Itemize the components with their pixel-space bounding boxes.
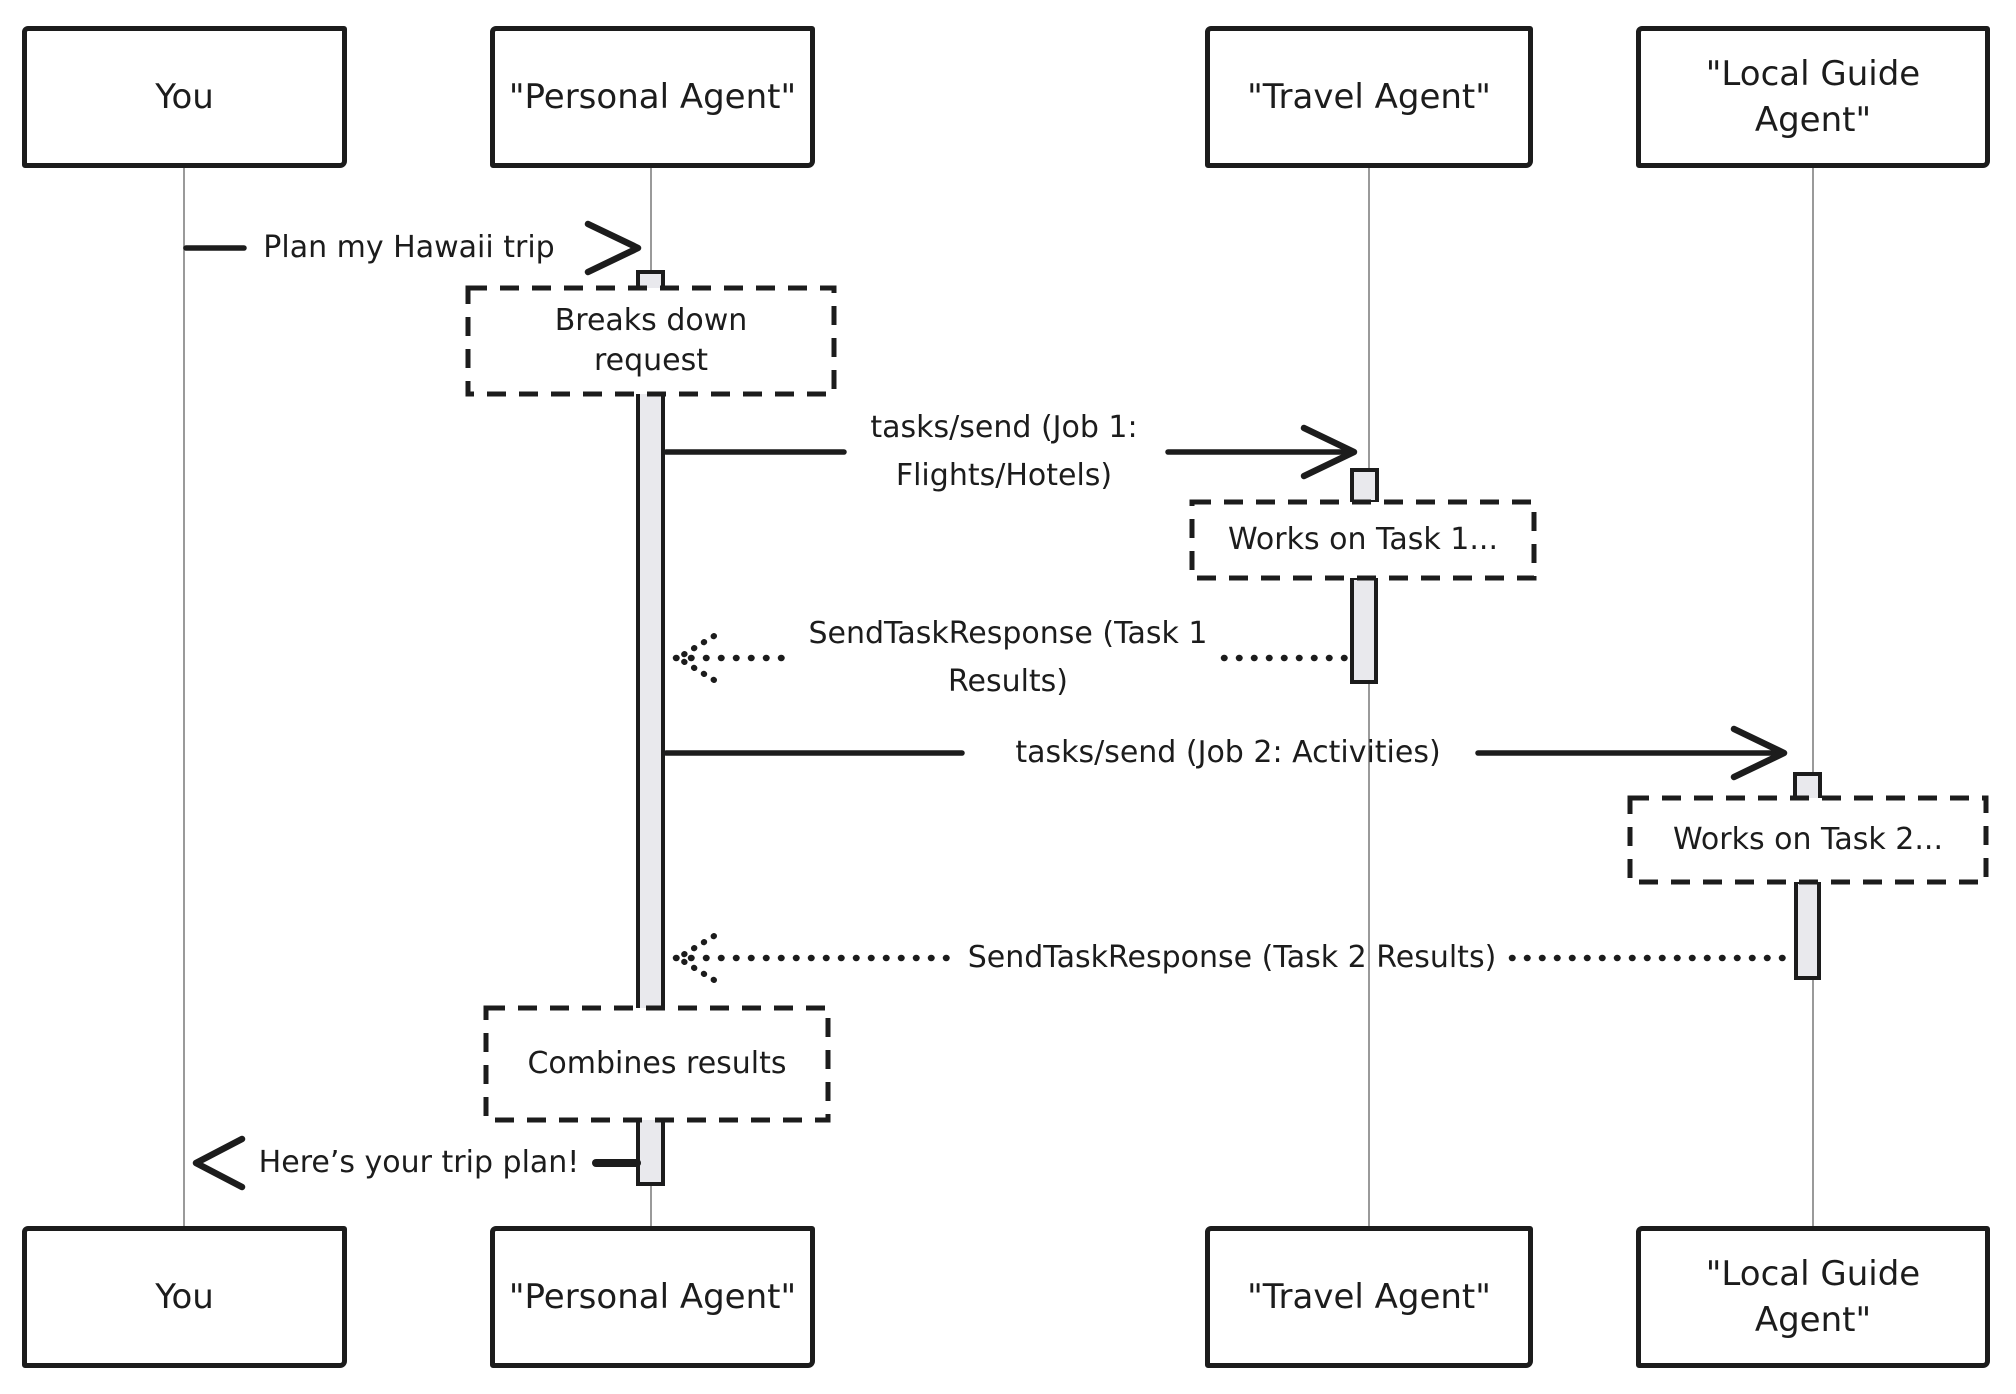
arrow-tasks-send-job1 (663, 424, 1358, 480)
arrow-send-task-response-2 (672, 933, 1796, 983)
note-frame-works-task2 (1627, 795, 1989, 885)
actor-local-guide-agent-top: "Local Guide Agent" (1636, 26, 1990, 168)
actor-personal-agent-bottom: "Personal Agent" (490, 1226, 815, 1368)
message-label-send-task-response-1: SendTaskResponse (Task 1 Results) (808, 616, 1208, 699)
message-label-trip-plan: Here’s your trip plan! (258, 1145, 580, 1180)
note-frames (465, 285, 1989, 1123)
actor-label: "Local Guide Agent" (1705, 54, 1921, 140)
actor-label: "Local Guide Agent" (1705, 1254, 1921, 1340)
note-frame-combines (483, 1005, 831, 1123)
arrow-plan-hawaii-trip (183, 220, 642, 276)
actor-label: "Personal Agent" (508, 1277, 797, 1317)
note-works-on-task-2: Works on Task 2... (1672, 822, 1944, 857)
lifeline-local-guide-agent (1812, 168, 1814, 1226)
arrowhead-right-icon (1300, 424, 1358, 480)
message-label-tasks-send-job1: tasks/send (Job 1: Flights/Hotels) (870, 410, 1138, 493)
arrow-trip-plan (192, 1135, 641, 1191)
actor-travel-agent-top: "Travel Agent" (1205, 26, 1533, 168)
message-label-plan-hawaii-trip: Plan my Hawaii trip (263, 230, 555, 265)
arrow-send-task-response-1 (672, 633, 1354, 683)
note-frame-breaks-down (465, 285, 837, 397)
note-combines-results: Combines results (527, 1046, 787, 1081)
activation-travel-agent (1350, 576, 1378, 684)
arrowhead-left-dotted-icon (675, 633, 717, 683)
actor-label: You (155, 77, 214, 117)
message-label-send-task-response-2: SendTaskResponse (Task 2 Results) (967, 940, 1497, 975)
note-breaks-down-request: Breaks down request (554, 303, 748, 378)
lifeline-travel-agent (1368, 168, 1370, 1226)
actor-travel-agent-bottom: "Travel Agent" (1205, 1226, 1533, 1368)
actor-label: "Personal Agent" (508, 77, 797, 117)
actor-label: "Travel Agent" (1247, 1277, 1491, 1317)
actor-local-guide-agent-bottom: "Local Guide Agent" (1636, 1226, 1990, 1368)
actor-you-bottom: You (22, 1226, 347, 1368)
actor-label: "Travel Agent" (1247, 77, 1491, 117)
activation-travel-agent-stub (1350, 468, 1379, 504)
arrow-tasks-send-job2 (663, 725, 1788, 781)
arrowhead-right-icon (584, 220, 642, 276)
actor-you-top: You (22, 26, 347, 168)
actor-personal-agent-top: "Personal Agent" (490, 26, 815, 168)
note-frame-works-task1 (1189, 499, 1537, 581)
lifeline-you (183, 168, 185, 1226)
actor-label: You (155, 1277, 214, 1317)
note-works-on-task-1: Works on Task 1... (1227, 522, 1499, 557)
arrowhead-right-icon (1730, 725, 1788, 781)
message-label-tasks-send-job2: tasks/send (Job 2: Activities) (1015, 735, 1441, 770)
activation-local-guide (1794, 880, 1821, 980)
arrowhead-left-dotted-icon (675, 933, 717, 983)
arrowhead-left-icon (192, 1135, 246, 1191)
